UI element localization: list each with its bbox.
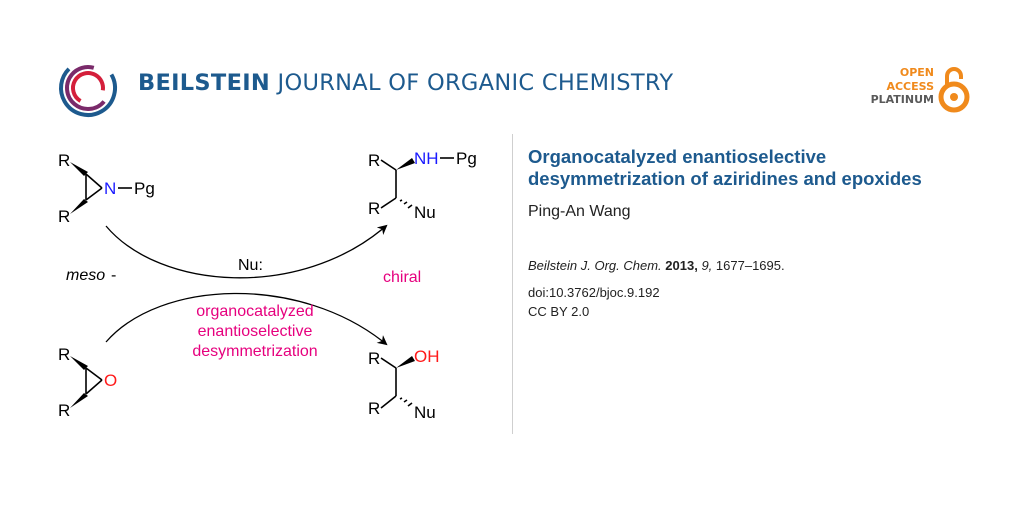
product1-nu: Nu	[414, 203, 436, 222]
product2-r-top: R	[368, 349, 380, 368]
meso-dash: -	[111, 267, 116, 284]
journal-title: BEILSTEIN JOURNAL OF ORGANIC CHEMISTRY	[138, 70, 674, 96]
beilstein-logo-icon	[59, 59, 117, 117]
open-lock-icon	[938, 67, 970, 113]
process-line-3: desymmetrization	[192, 343, 317, 360]
product1-nh: NH	[414, 149, 439, 168]
arrow-to-diamine	[105, 224, 388, 279]
header: BEILSTEIN JOURNAL OF ORGANIC CHEMISTRY O…	[56, 56, 976, 120]
product1-r-bottom: R	[368, 199, 380, 218]
product-alcohol: R OH R Nu	[368, 347, 440, 422]
product1-r-top: R	[368, 151, 380, 170]
aziridine-pg: Pg	[134, 179, 155, 198]
epoxide-r-top: R	[58, 345, 70, 364]
product2-r-bottom: R	[368, 399, 380, 418]
meso-aziridine: R R N Pg	[58, 151, 155, 226]
product1-pg: Pg	[456, 149, 477, 168]
open-access-badge: OPEN ACCESS PLATINUM	[856, 60, 976, 116]
epoxide-r-bottom: R	[58, 401, 70, 420]
meso-epoxide: R R O	[58, 345, 117, 420]
meso-label: meso	[66, 267, 105, 284]
process-line-2: enantioselective	[198, 323, 313, 340]
epoxide-oxygen: O	[104, 371, 117, 390]
oa-line-platinum: PLATINUM	[870, 93, 934, 106]
oa-line-open: OPEN	[899, 66, 934, 79]
citation-pages: 1677–1695.	[715, 258, 785, 273]
article-doi: doi:10.3762/bjoc.9.192	[528, 285, 660, 300]
product2-nu: Nu	[414, 403, 436, 422]
aziridine-r-bottom: R	[58, 207, 70, 226]
product-diamine: R NH Pg R Nu	[368, 149, 477, 222]
article-license: CC BY 2.0	[528, 304, 590, 319]
oa-line-access: ACCESS	[886, 79, 934, 93]
product2-oh: OH	[414, 347, 440, 366]
citation-year: 2013,	[665, 258, 698, 273]
article-author: Ping-An Wang	[528, 203, 631, 220]
article-title: Organocatalyzed enantioselective desymme…	[528, 146, 922, 189]
vertical-divider	[512, 134, 513, 434]
aziridine-nitrogen: N	[104, 179, 116, 198]
arrow-to-aminoalcohol	[105, 292, 388, 346]
citation-journal: Beilstein J. Org. Chem.	[528, 258, 662, 273]
process-line-1: organocatalyzed	[196, 303, 313, 320]
aziridine-r-top: R	[58, 151, 70, 170]
citation-volume: 9,	[701, 258, 713, 273]
citation: Beilstein J. Org. Chem. 2013, 9, 1677–16…	[528, 258, 785, 273]
reaction-scheme: R R N Pg R R O Nu: meso - chiral organoc…	[58, 149, 477, 422]
chiral-label: chiral	[383, 269, 421, 286]
nucleophile-reagent: Nu:	[238, 257, 263, 274]
